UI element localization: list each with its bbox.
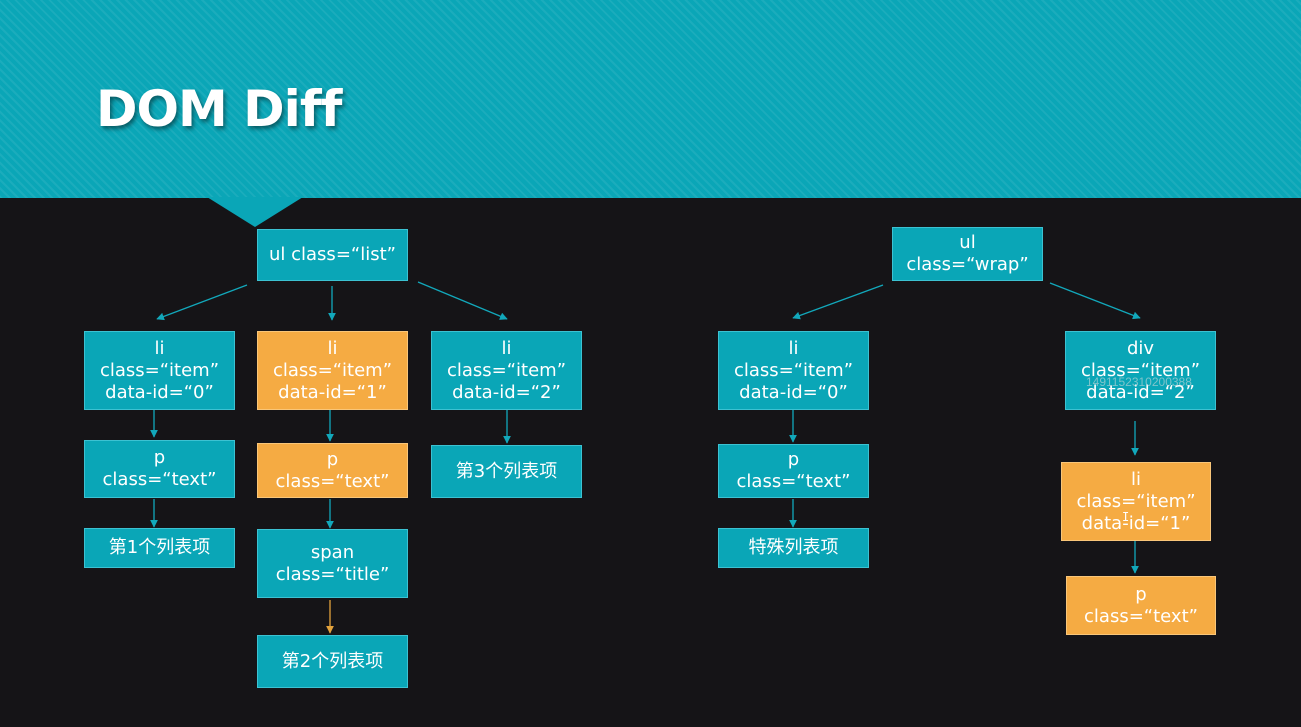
- edge-rul-div: [1049, 282, 1141, 320]
- node-line: data-id=“2”: [1086, 381, 1195, 403]
- node-line: p: [326, 448, 339, 470]
- node-line: ul class=“list”: [269, 244, 396, 265]
- node-line: class=“text”: [1084, 605, 1198, 627]
- left-text-2-node: 第3个列表项: [431, 445, 582, 498]
- node-line: class=“text”: [275, 470, 390, 492]
- page-title: DOM Diff: [96, 80, 342, 138]
- node-line: class=“item”: [99, 359, 220, 381]
- node-line: class=“item”: [272, 359, 393, 381]
- node-line: li: [788, 337, 799, 359]
- header-pointer: [207, 197, 303, 227]
- left-li-2-node: li class=“item” data-id=“2”: [431, 331, 582, 410]
- left-p-1-node: p class=“text”: [257, 443, 408, 498]
- node-line: li: [154, 337, 165, 359]
- node-line: 第2个列表项: [281, 650, 384, 672]
- node-line: 特殊列表项: [748, 537, 839, 558]
- node-line: 第3个列表项: [455, 460, 558, 482]
- node-line: class=“item”: [446, 359, 567, 381]
- node-line: p: [787, 449, 800, 470]
- edge-ul-li0: [156, 284, 248, 321]
- header-banner: [0, 0, 1301, 198]
- text-cursor-icon: I: [1122, 510, 1130, 524]
- node-line: class=“text”: [736, 471, 851, 492]
- node-line: data-id=“1”: [278, 381, 387, 403]
- node-line: p: [1135, 583, 1147, 605]
- left-li-1-node: li class=“item” data-id=“1”: [257, 331, 408, 410]
- node-line: class=“item”: [1080, 359, 1201, 381]
- left-text-0-node: 第1个列表项: [84, 528, 235, 568]
- left-p-0-node: p class=“text”: [84, 440, 235, 498]
- right-li-1-node: li class=“item” data-id=“1”: [1061, 462, 1211, 541]
- edge-rul-li0: [792, 284, 884, 320]
- right-p-1-node: p class=“text”: [1066, 576, 1216, 635]
- right-text-0-node: 特殊列表项: [718, 528, 869, 568]
- node-line: data-id=“0”: [105, 381, 214, 403]
- edge-ul-li2: [417, 281, 508, 320]
- node-line: class=“item”: [733, 359, 854, 381]
- node-line: class=“wrap”: [906, 254, 1029, 275]
- node-line: class=“text”: [102, 469, 217, 490]
- left-ul-node: ul class=“list”: [257, 229, 408, 281]
- node-line: 第1个列表项: [108, 537, 211, 558]
- right-li-0-node: li class=“item” data-id=“0”: [718, 331, 869, 410]
- overlay-watermark: 1491152310200388: [1086, 375, 1192, 389]
- left-text-1-node: 第2个列表项: [257, 635, 408, 688]
- node-line: span: [310, 541, 355, 563]
- left-span-node: span class=“title”: [257, 529, 408, 598]
- node-line: li: [501, 337, 512, 359]
- node-line: div: [1126, 337, 1155, 359]
- right-ul-node: ul class=“wrap”: [892, 227, 1043, 281]
- node-line: li: [327, 337, 338, 359]
- node-line: data-id=“2”: [452, 381, 561, 403]
- node-line: ul: [959, 232, 976, 253]
- node-line: class=“item”: [1076, 490, 1196, 512]
- node-line: class=“title”: [275, 563, 390, 585]
- left-li-0-node: li class=“item” data-id=“0”: [84, 331, 235, 410]
- node-line: p: [153, 447, 166, 468]
- node-line: data-id=“1”: [1081, 512, 1191, 534]
- node-line: li: [1130, 468, 1141, 490]
- right-p-0-node: p class=“text”: [718, 444, 869, 498]
- node-line: data-id=“0”: [739, 381, 848, 403]
- right-div-node: div class=“item” data-id=“2”: [1065, 331, 1216, 410]
